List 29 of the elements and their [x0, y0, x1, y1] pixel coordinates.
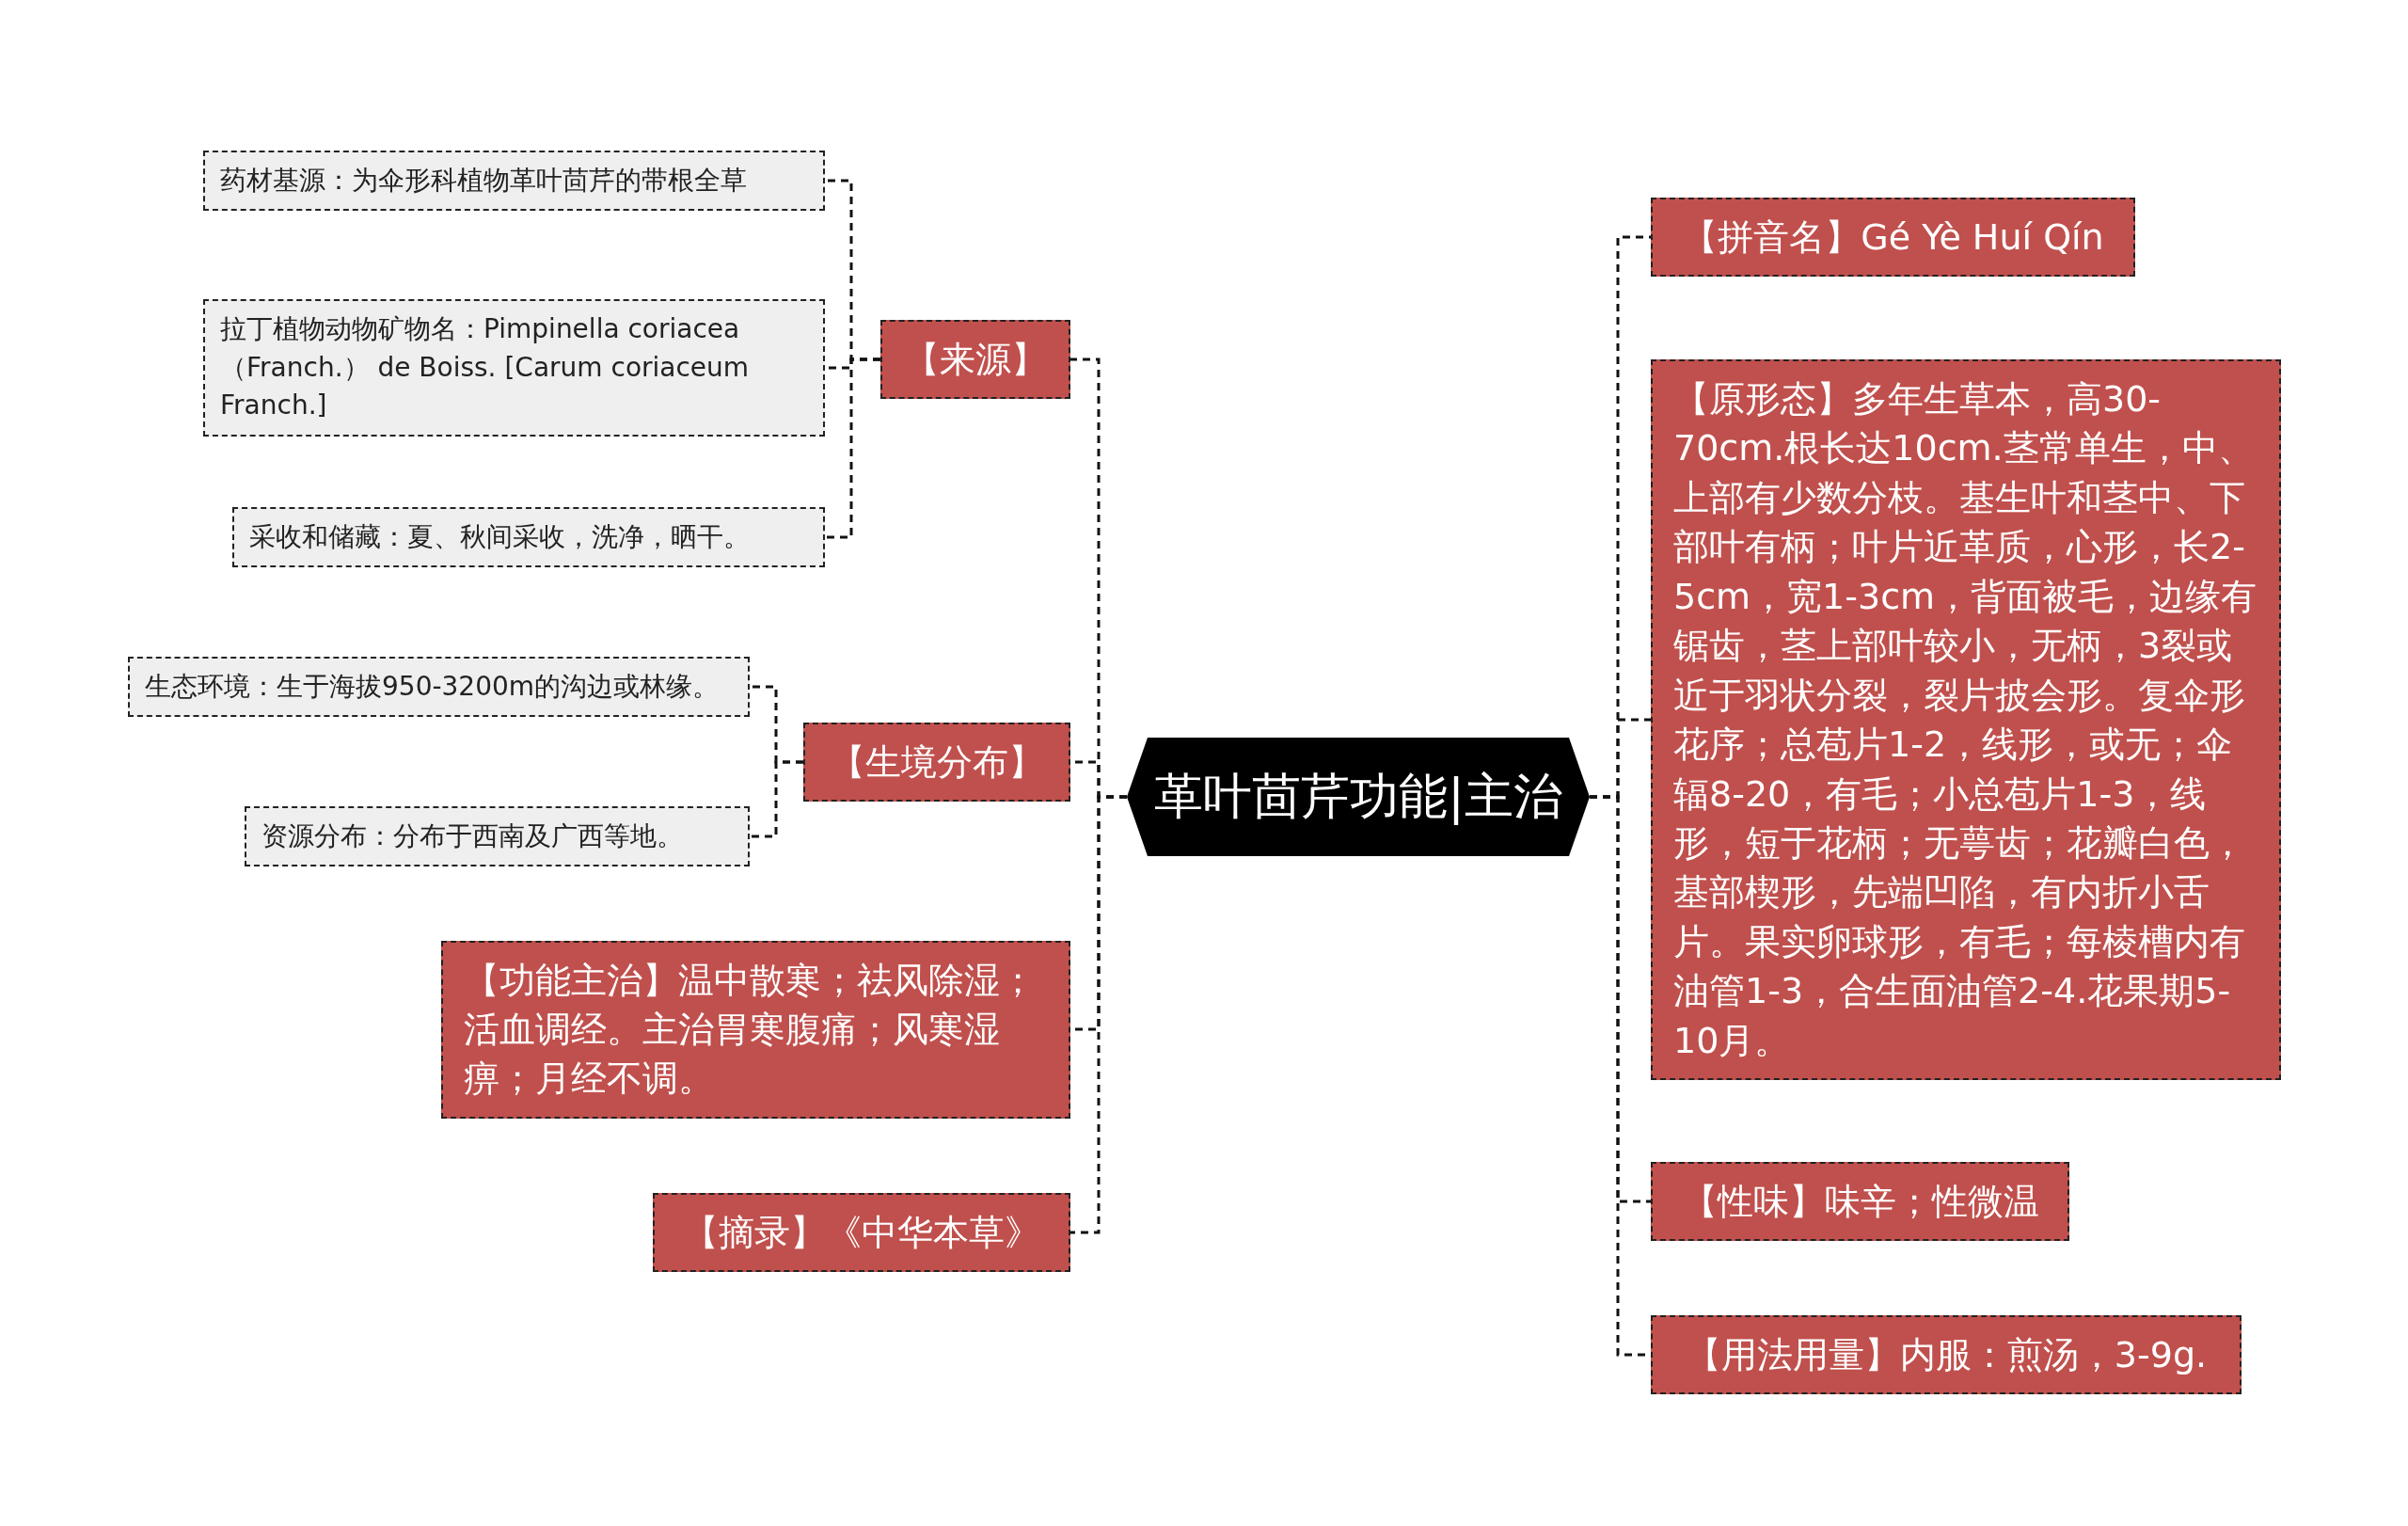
topic-text: 【用法用量】内服：煎汤，3-9g. — [1685, 1334, 2208, 1375]
topic-box — [803, 723, 1070, 803]
subtopic-box — [128, 656, 750, 718]
topic-box — [880, 320, 1070, 400]
topic-text: 【拼音名】Gé Yè Huí Qín — [1682, 216, 2104, 258]
connector-line — [750, 760, 803, 838]
subtopic-text: 药材基源：为伞形科植物革叶茴芹的带根全草 — [220, 164, 747, 196]
topic-box — [1651, 198, 2135, 278]
connector-line — [825, 358, 880, 539]
topic-text: 【性味】味辛；性微温 — [1681, 1181, 2039, 1222]
subtopic-box — [245, 805, 750, 867]
topic-text: 【原形态】多年生草本，高30-70cm.根长达10cm.茎常单生，中、上部有少数分枝。基生叶和茎中、下部叶有柄；叶片近革质，心形，长2-5cm，宽1-3cm，背面被毛，边缘有锯齿，茎上部叶较小，无柄，3裂或近于羽状分裂，裂片披会形。复伞形花序；总苞片1-2，线形，或无；伞辐8-20，有毛；小总苞片1-3，线形，短于花柄；无萼齿；花瓣白色，基部楔形，先端凹陷，有内折小舌片。果实卵球形，有毛；每棱槽内有油管1-3，合生面油管2-4.花果期5-10月。 — [1673, 378, 2258, 1061]
topic-text: 【功能主治】温中散寒；祛风除湿；活血调经。主治胃寒腹痛；风寒湿痹；月经不调。 — [464, 959, 1036, 1100]
topic-box — [441, 940, 1070, 1119]
subtopic-text: 资源分布：分布于西南及广西等地。 — [261, 819, 683, 851]
topic-box — [653, 1193, 1070, 1273]
subtopic-box — [232, 506, 825, 568]
topic-text: 【摘录】《中华本草》 — [683, 1212, 1040, 1253]
topic-text: 【来源】 — [904, 339, 1047, 380]
topic-box — [1651, 1315, 2242, 1395]
subtopic-text: 拉丁植物动物矿物名：Pimpinella coriacea（Franch.） de Boiss. [Carum coriaceum Franch.] — [220, 313, 750, 421]
subtopic-text: 采收和储藏：夏、秋间采收，洗净，晒干。 — [249, 520, 750, 552]
subtopic-box — [203, 299, 825, 437]
topic-text: 【生境分布】 — [830, 741, 1044, 783]
topic-box — [1651, 1162, 2069, 1242]
subtopic-box — [203, 150, 825, 212]
subtopic-text: 生态环境：生于海拔950-3200m的沟边或林缘。 — [145, 670, 720, 702]
central-topic-title: 革叶茴芹功能|主治 — [1154, 767, 1562, 827]
connector-line — [1070, 795, 1127, 1234]
